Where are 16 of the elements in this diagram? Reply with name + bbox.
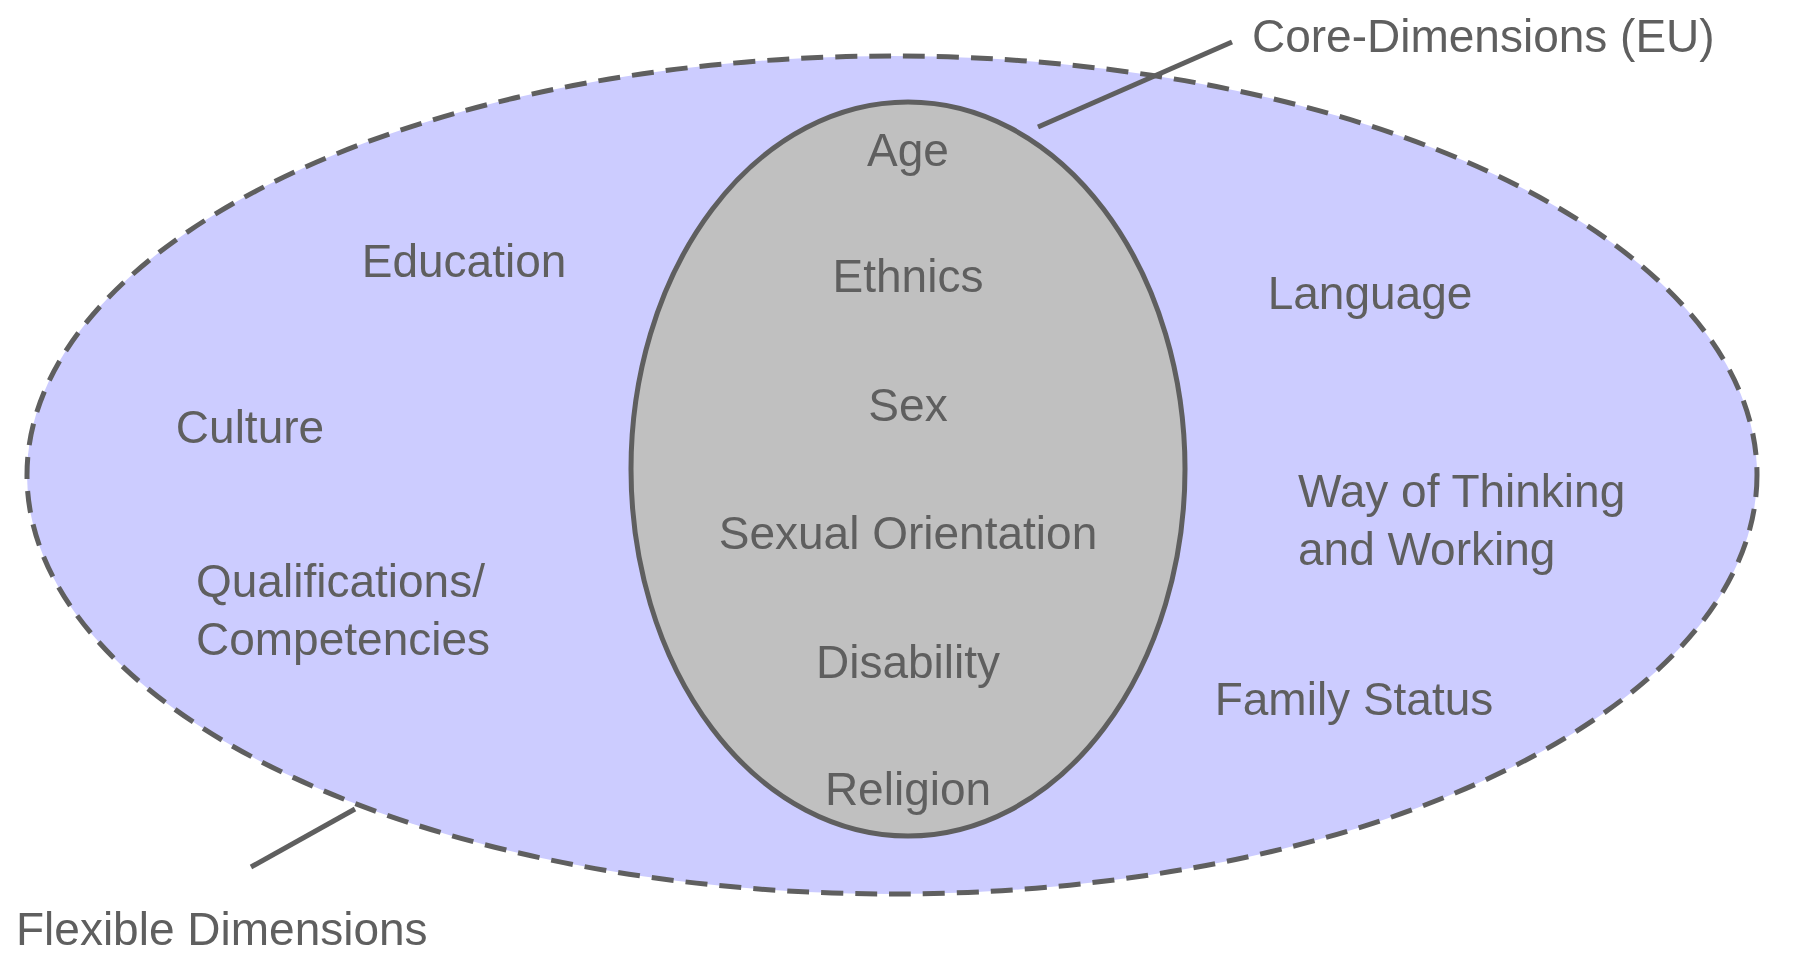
- dimension-label: Qualifications/ Competencies: [196, 552, 556, 668]
- dimension-label: Sexual Orientation: [718, 505, 1098, 563]
- leader-line: [1037, 39, 1233, 130]
- dimension-label: Family Status: [1214, 671, 1494, 729]
- dimension-label: Language: [1267, 265, 1473, 323]
- dimension-label: Flexible Dimensions: [16, 901, 428, 957]
- dimension-label: Ethnics: [832, 248, 984, 306]
- dimension-label: Age: [867, 122, 949, 180]
- dimension-label: Way of Thinking and Working: [1298, 462, 1698, 578]
- dimension-label: Disability: [816, 634, 1000, 692]
- dimension-label: Culture: [175, 399, 325, 457]
- dimension-label: Sex: [868, 377, 948, 435]
- dimension-label: Religion: [824, 761, 992, 819]
- leader-line: [249, 806, 357, 870]
- dimension-label: Core-Dimensions (EU): [1252, 8, 1715, 66]
- dimension-label: Education: [361, 233, 567, 291]
